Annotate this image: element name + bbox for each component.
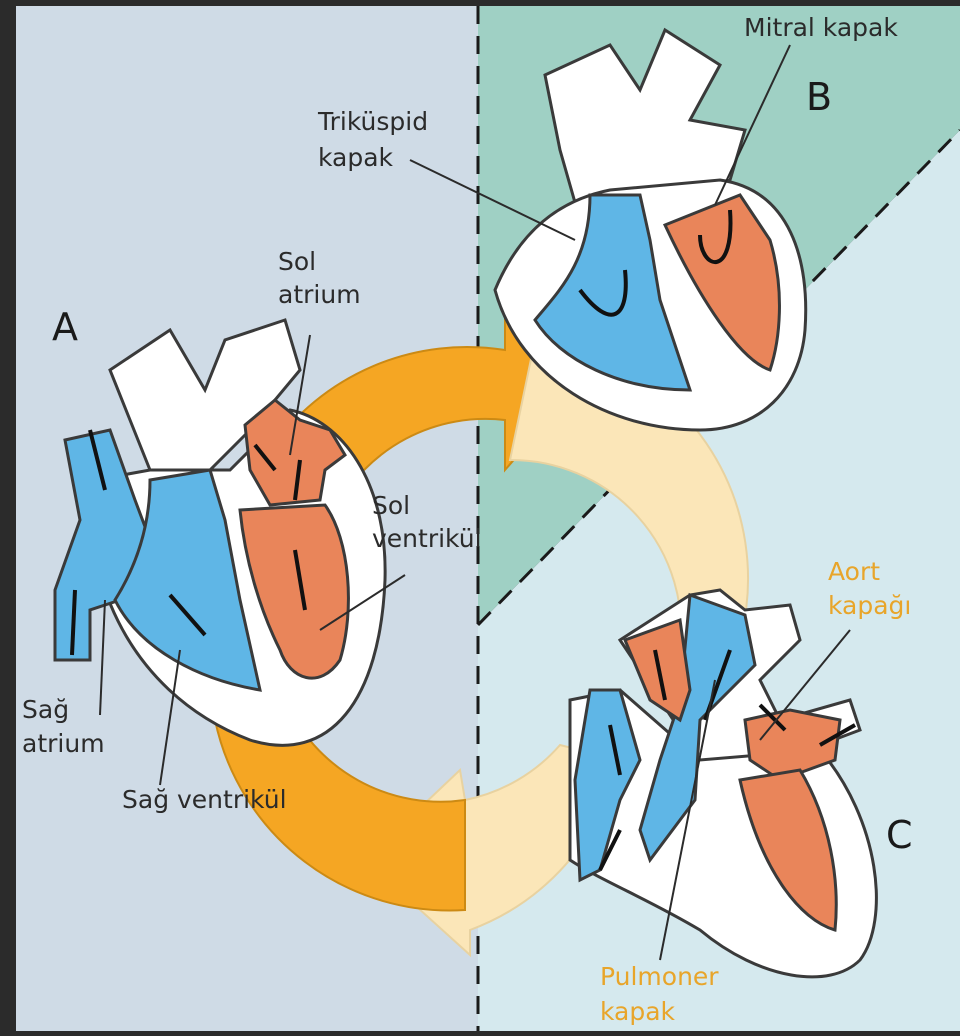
label-aort-line1: Aort — [828, 557, 880, 586]
label-sol-atrium-line1: Sol — [278, 247, 316, 276]
panel-label-b: B — [806, 75, 832, 119]
label-aort-line2: kapağı — [828, 591, 911, 620]
label-trikuspid-line1: Triküspid — [317, 107, 428, 136]
label-mitral-kapak: Mitral kapak — [744, 13, 898, 42]
label-sol-ventrikul-line2: ventrikül — [372, 524, 482, 553]
label-pulmoner-line1: Pulmoner — [600, 962, 719, 991]
panel-label-c: C — [886, 813, 913, 857]
label-pulmoner-line2: kapak — [600, 997, 676, 1026]
panel-label-a: A — [52, 305, 78, 349]
label-sag-atrium-line2: atrium — [22, 729, 105, 758]
label-sag-ventrikul: Sağ ventrikül — [122, 785, 287, 814]
label-sol-ventrikul-line1: Sol — [372, 491, 410, 520]
label-sag-atrium-line1: Sağ — [22, 695, 69, 724]
label-sol-atrium-line2: atrium — [278, 280, 361, 309]
label-trikuspid-line2: kapak — [318, 143, 394, 172]
